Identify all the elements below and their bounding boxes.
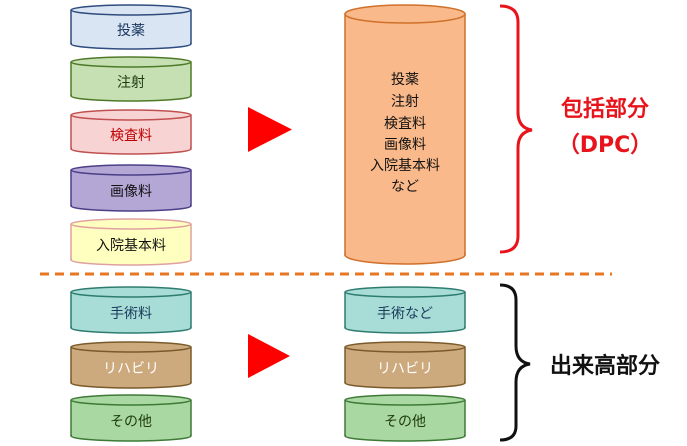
dpc-item-line: など — [391, 179, 419, 195]
dpc-item-line: 入院基本料 — [370, 157, 440, 174]
cylinder-label: 手術など — [377, 306, 433, 322]
cylinder-label: 投薬 — [117, 23, 145, 39]
cylinder-fill — [72, 170, 190, 206]
brace-fee-for-service — [499, 283, 531, 442]
cylinder-other: その他 — [70, 394, 192, 442]
cylinder-lab-fee: 検査料 — [70, 109, 192, 155]
cylinder-label: 検査料 — [110, 128, 152, 144]
cylinder-label: 注射 — [117, 75, 145, 91]
cylinder-top — [344, 286, 466, 298]
cylinder-rehab: リハビリ — [70, 341, 192, 389]
dpc-bundled-label-sub: （DPC） — [558, 133, 653, 158]
cylinder-fill — [346, 347, 464, 383]
cylinder-rehab-right: リハビリ — [344, 341, 466, 389]
cylinder-top — [70, 4, 192, 16]
fee-for-service-label: 出来高部分 — [550, 353, 660, 379]
cylinder-top — [70, 394, 192, 406]
cylinder-surgery-fee: 手術料 — [70, 286, 192, 334]
cylinder-label: 画像料 — [110, 184, 152, 200]
cylinder-label: 入院基本料 — [96, 237, 166, 254]
cylinder-fill — [72, 292, 190, 328]
cylinder-surgery-etc: 手術など — [344, 286, 466, 334]
cylinder-basic-admission-fee: 入院基本料 — [70, 218, 192, 266]
cylinder-injection: 注射 — [70, 56, 192, 102]
cylinder-top — [70, 218, 192, 230]
cylinder-top — [70, 286, 192, 298]
left-upper-group: 投薬 注射 検査料 画像料 入院基本料 — [70, 4, 192, 266]
dpc-item-line: 検査料 — [384, 116, 426, 132]
dpc-bundled-label: 包括部分 — [561, 96, 649, 122]
dpc-item-line: 画像料 — [384, 137, 426, 153]
cylinder-injection-drug: 投薬 — [70, 4, 192, 50]
cylinder-fill — [346, 400, 464, 436]
cylinder-fill — [346, 292, 464, 328]
cylinder-label: その他 — [384, 414, 426, 430]
cylinder-other-right: その他 — [344, 394, 466, 442]
cylinder-fill — [72, 347, 190, 383]
dpc-cylinder-fill — [346, 14, 464, 255]
cylinder-fill — [72, 224, 190, 260]
cylinder-top — [70, 56, 192, 68]
dpc-item-line: 投薬 — [391, 72, 419, 88]
dpc-item-line: 注射 — [391, 94, 419, 110]
cylinder-top — [70, 164, 192, 176]
dpc-bundled-cylinder: 投薬 注射 検査料 画像料 入院基本料 など — [344, 4, 466, 265]
cylinder-fill — [72, 400, 190, 436]
arrow-upper — [248, 107, 292, 152]
dpc-cylinder-top — [344, 4, 466, 24]
cylinder-top — [344, 341, 466, 353]
cylinder-imaging-fee: 画像料 — [70, 164, 192, 212]
cylinder-top — [70, 341, 192, 353]
cylinder-label: 手術料 — [110, 306, 152, 322]
cylinder-label: その他 — [110, 414, 152, 430]
cylinder-label: リハビリ — [103, 361, 159, 377]
cylinder-top — [70, 109, 192, 121]
brace-dpc — [499, 4, 533, 254]
cylinder-top — [344, 394, 466, 406]
cylinder-label: リハビリ — [377, 361, 433, 377]
arrow-lower — [248, 334, 290, 378]
